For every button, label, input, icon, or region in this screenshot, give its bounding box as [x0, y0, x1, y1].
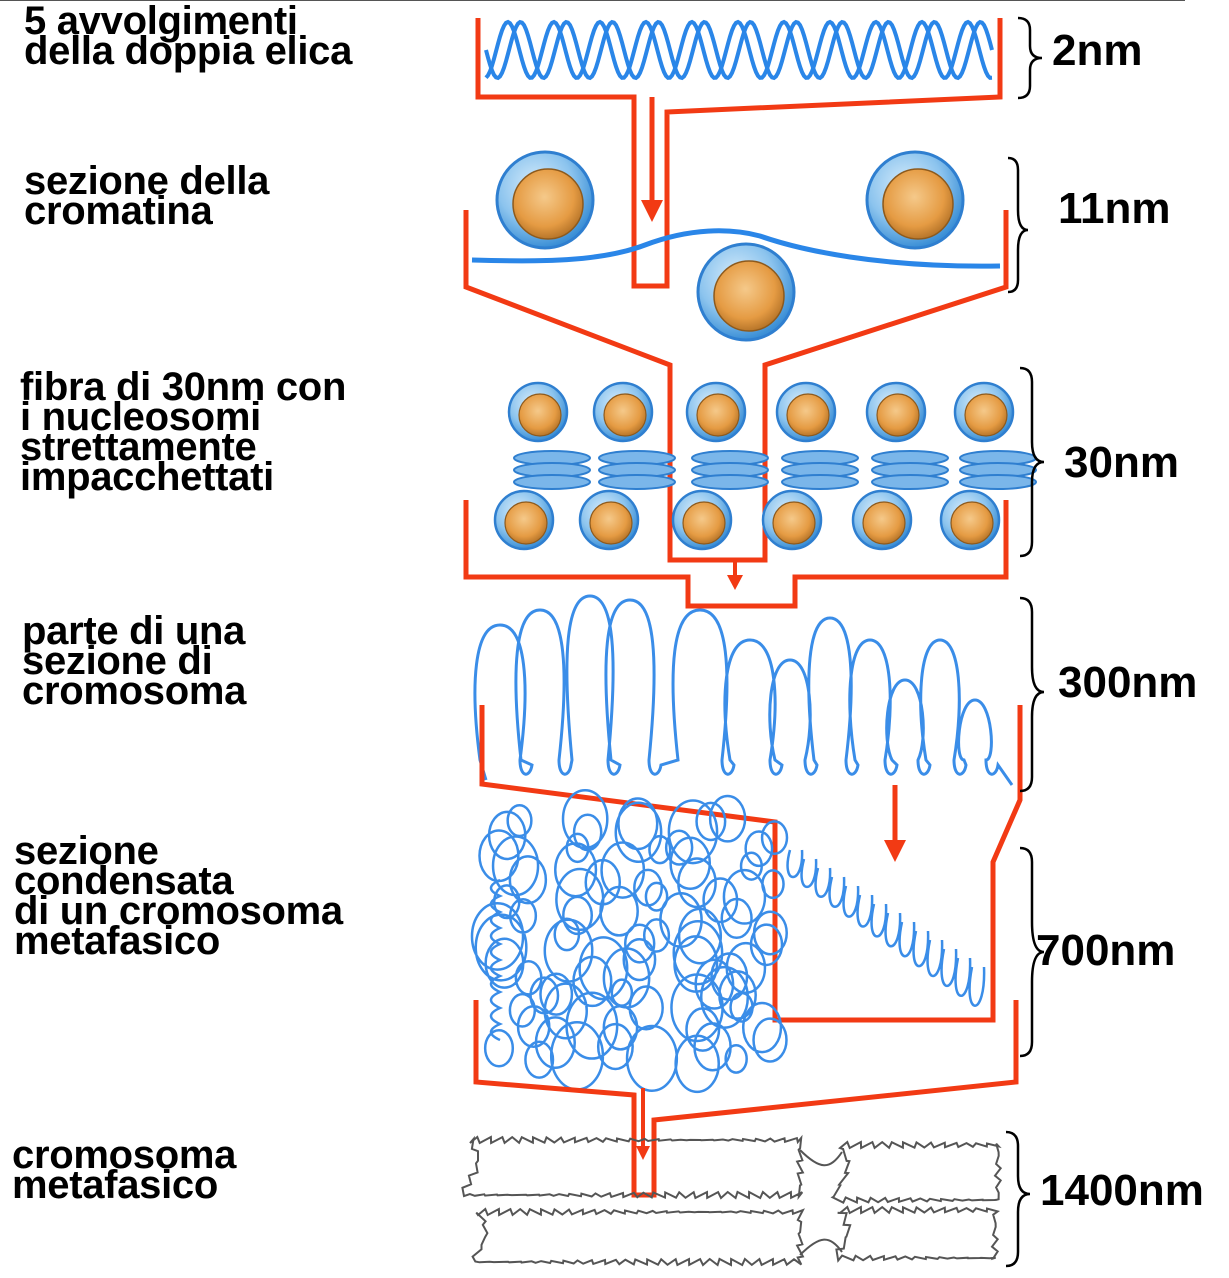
top-rule: [0, 0, 1185, 1]
size-label: 2nm: [1052, 26, 1143, 75]
nucleosome-icon: [507, 381, 569, 443]
nucleosome-icon: [851, 489, 913, 551]
coil-edge: [489, 878, 504, 1042]
label-line: condensata: [14, 859, 234, 903]
label-line: 5 avvolgimenti: [24, 0, 298, 43]
linker-disk: [959, 474, 1037, 490]
nucleosome-icon: [578, 489, 640, 551]
nucleosome-icon: [671, 489, 733, 551]
centromere: [799, 1149, 843, 1256]
nucleosome-icon: [685, 381, 747, 443]
label-line: fibra di 30nm con: [20, 365, 347, 409]
level-label: 5 avvolgimenti della doppia elica: [24, 0, 353, 73]
nucleosome-icon: [953, 381, 1015, 443]
red-arrow-icon: [641, 97, 663, 222]
condensed-chromosome-700nm: [470, 789, 986, 1094]
size-label: 300nm: [1058, 658, 1198, 707]
nucleosome-icon: [696, 242, 796, 342]
label-line: cromosoma: [22, 669, 247, 713]
nucleosome-icon: [493, 489, 555, 551]
linker-disk: [598, 474, 676, 490]
dna-helix-icon: [484, 19, 994, 81]
linker-disk: [871, 474, 949, 490]
level-label: parte di una sezione di cromosoma: [22, 609, 247, 713]
nucleosome-icon: [775, 381, 837, 443]
level-label: sezione condensata di un cromosoma metaf…: [14, 829, 343, 963]
size-label: 1400nm: [1040, 1166, 1204, 1215]
nucleosome-icon: [761, 489, 823, 551]
label-line: parte di una: [22, 609, 246, 653]
red-arrow-icon: [727, 560, 743, 590]
label-line: cromatina: [24, 189, 213, 233]
label-line: sezione: [14, 829, 159, 873]
nucleosome-icon: [939, 489, 1001, 551]
size-label: 700nm: [1036, 926, 1176, 975]
nucleosome-icon: [495, 150, 595, 250]
coil-spring: [786, 849, 986, 1007]
chromatin-fiber-11nm: [471, 150, 1001, 342]
chromatid-outline: [835, 1205, 1000, 1263]
size-label: 30nm: [1064, 438, 1179, 487]
chromosome-loops-300nm: [473, 594, 1014, 786]
metaphase-chromosome-icon: [461, 1134, 1003, 1267]
coil-column: [534, 789, 629, 1091]
nucleosome-icon: [865, 381, 927, 443]
coil-column: [659, 799, 750, 1094]
label-line: strettamente: [20, 425, 257, 469]
chromatid-outline: [830, 1140, 1003, 1205]
label-line: della doppia elica: [24, 29, 353, 73]
linker-disk: [781, 474, 859, 490]
red-bracket-level-5: [473, 1000, 1019, 1198]
label-line: i nucleosomi: [20, 395, 261, 439]
red-bracket-level-1: [475, 18, 1003, 289]
red-bracket-level-2: [463, 210, 1009, 563]
nucleosome-icon: [865, 150, 965, 250]
chromatid-outline: [461, 1134, 805, 1201]
coil-column: [470, 803, 560, 1079]
red-bracket-level-4: [479, 705, 1023, 1023]
coil-column: [708, 794, 789, 1074]
chromatid-outline: [471, 1207, 805, 1267]
linker-disk: [513, 474, 591, 490]
label-line: di un cromosoma: [14, 889, 343, 933]
label-line: cromosoma: [12, 1133, 237, 1177]
fiber-30nm: [493, 381, 1037, 551]
level-label: cromosoma metafasico: [12, 1133, 237, 1207]
level-label: sezione della cromatina: [24, 159, 270, 233]
linker-disk: [691, 474, 769, 490]
red-arrow-icon: [636, 1088, 650, 1160]
level-label: fibra di 30nm con i nucleosomi strettame…: [20, 365, 347, 499]
label-line: impacchettati: [20, 455, 274, 499]
label-line: sezione di: [22, 639, 213, 683]
red-arrow-icon: [884, 785, 906, 862]
label-line: metafasico: [12, 1163, 218, 1207]
size-label: 11nm: [1058, 184, 1171, 233]
curly-brace-icons: [1005, 16, 1045, 1268]
coil-column: [596, 797, 679, 1093]
red-bracket-level-3: [463, 500, 1009, 609]
label-line: sezione della: [24, 159, 270, 203]
nucleosome-icon: [592, 381, 654, 443]
label-line: metafasico: [14, 919, 220, 963]
